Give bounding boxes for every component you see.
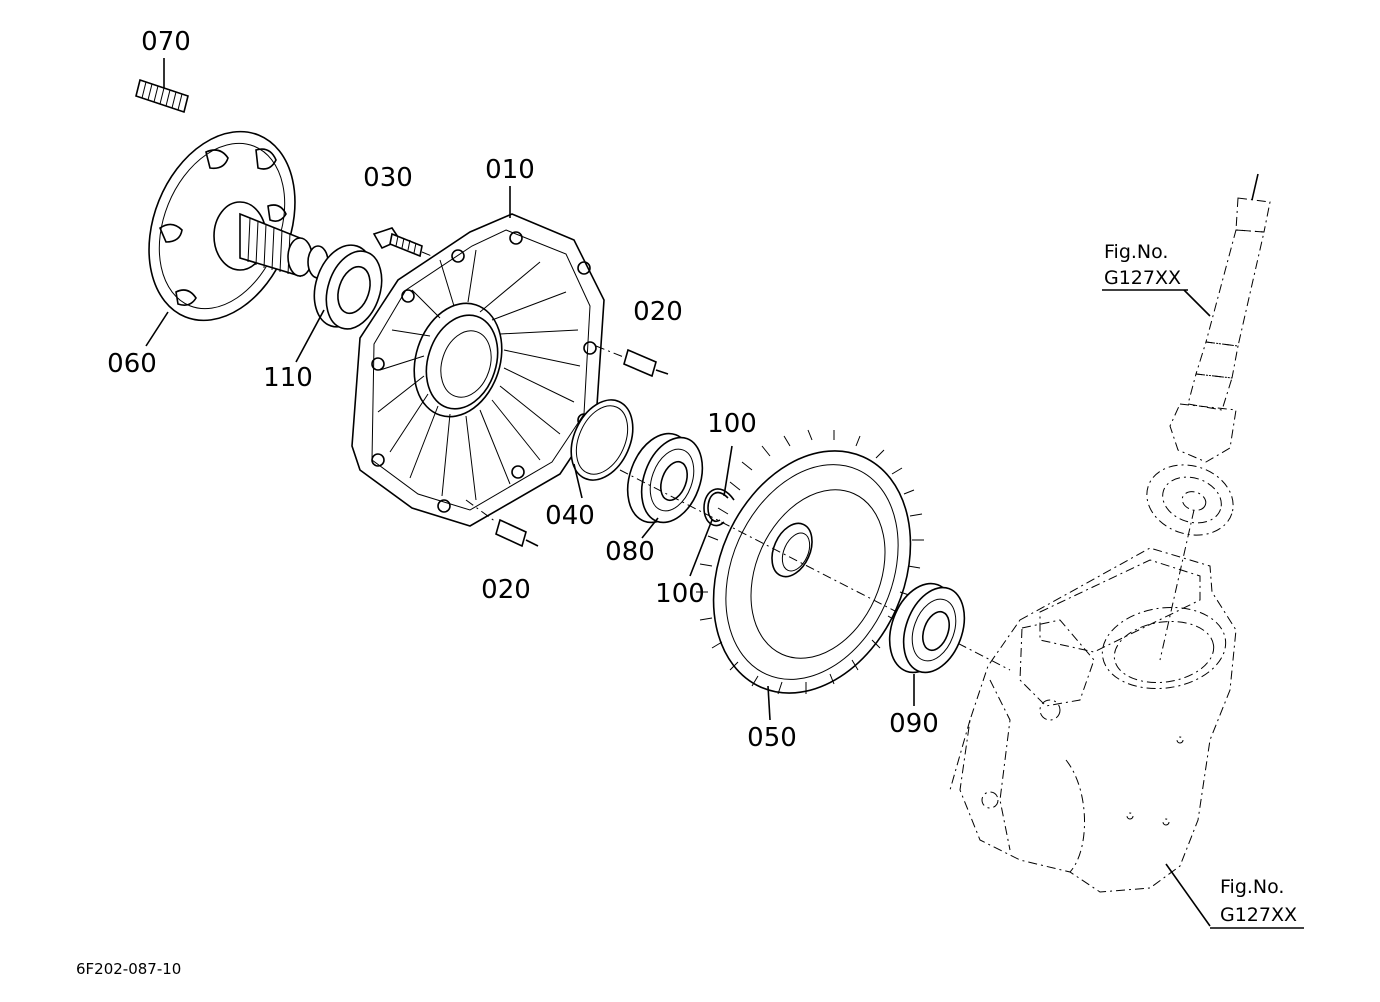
callout-080: 080 xyxy=(605,537,655,567)
fig-ref-upper-label: Fig.No. xyxy=(1104,241,1168,263)
callout-020-upper: 020 xyxy=(633,297,683,327)
callout-010: 010 xyxy=(485,155,535,185)
drawing-code: 6F202-087-10 xyxy=(76,960,181,978)
part-040-o-ring[interactable] xyxy=(559,390,644,490)
part-060-flange-shaft[interactable] xyxy=(122,110,329,343)
part-090-ball-bearing[interactable] xyxy=(878,575,975,682)
callout-110: 110 xyxy=(263,363,313,393)
fig-ref-upper[interactable]: Fig.No. G127XX xyxy=(1102,241,1188,291)
fig-ref-lower[interactable]: Fig.No. G127XX xyxy=(1210,876,1304,929)
part-020-dowel-pin-lower[interactable] xyxy=(465,499,539,548)
callout-100-upper: 100 xyxy=(707,409,757,439)
callout-100-lower: 100 xyxy=(655,579,705,609)
part-020-dowel-pin-upper[interactable] xyxy=(595,345,669,378)
reference-pinion-shaft xyxy=(1146,173,1271,661)
callout-leader-lines xyxy=(145,186,1211,927)
callout-050: 050 xyxy=(747,723,797,753)
part-110-oil-seal[interactable] xyxy=(304,237,391,336)
part-030-bolt[interactable] xyxy=(372,227,447,263)
part-100-snap-ring[interactable] xyxy=(703,488,735,527)
fig-ref-upper-code: G127XX xyxy=(1104,267,1181,289)
fig-ref-lower-label: Fig.No. xyxy=(1220,876,1284,898)
part-010-gear-case-cover[interactable] xyxy=(351,213,605,527)
part-070-stud-bolt[interactable] xyxy=(135,58,189,114)
callout-030: 030 xyxy=(363,163,413,193)
callout-020-lower: 020 xyxy=(481,575,531,605)
reference-transmission-housing xyxy=(949,547,1237,893)
callout-060: 060 xyxy=(107,349,157,379)
callout-090: 090 xyxy=(889,709,939,739)
part-050-bevel-gear[interactable] xyxy=(677,419,948,724)
callout-040: 040 xyxy=(545,501,595,531)
fig-ref-lower-code: G127XX xyxy=(1220,904,1297,926)
callout-070: 070 xyxy=(141,27,191,57)
part-080-ball-bearing[interactable] xyxy=(616,425,713,532)
